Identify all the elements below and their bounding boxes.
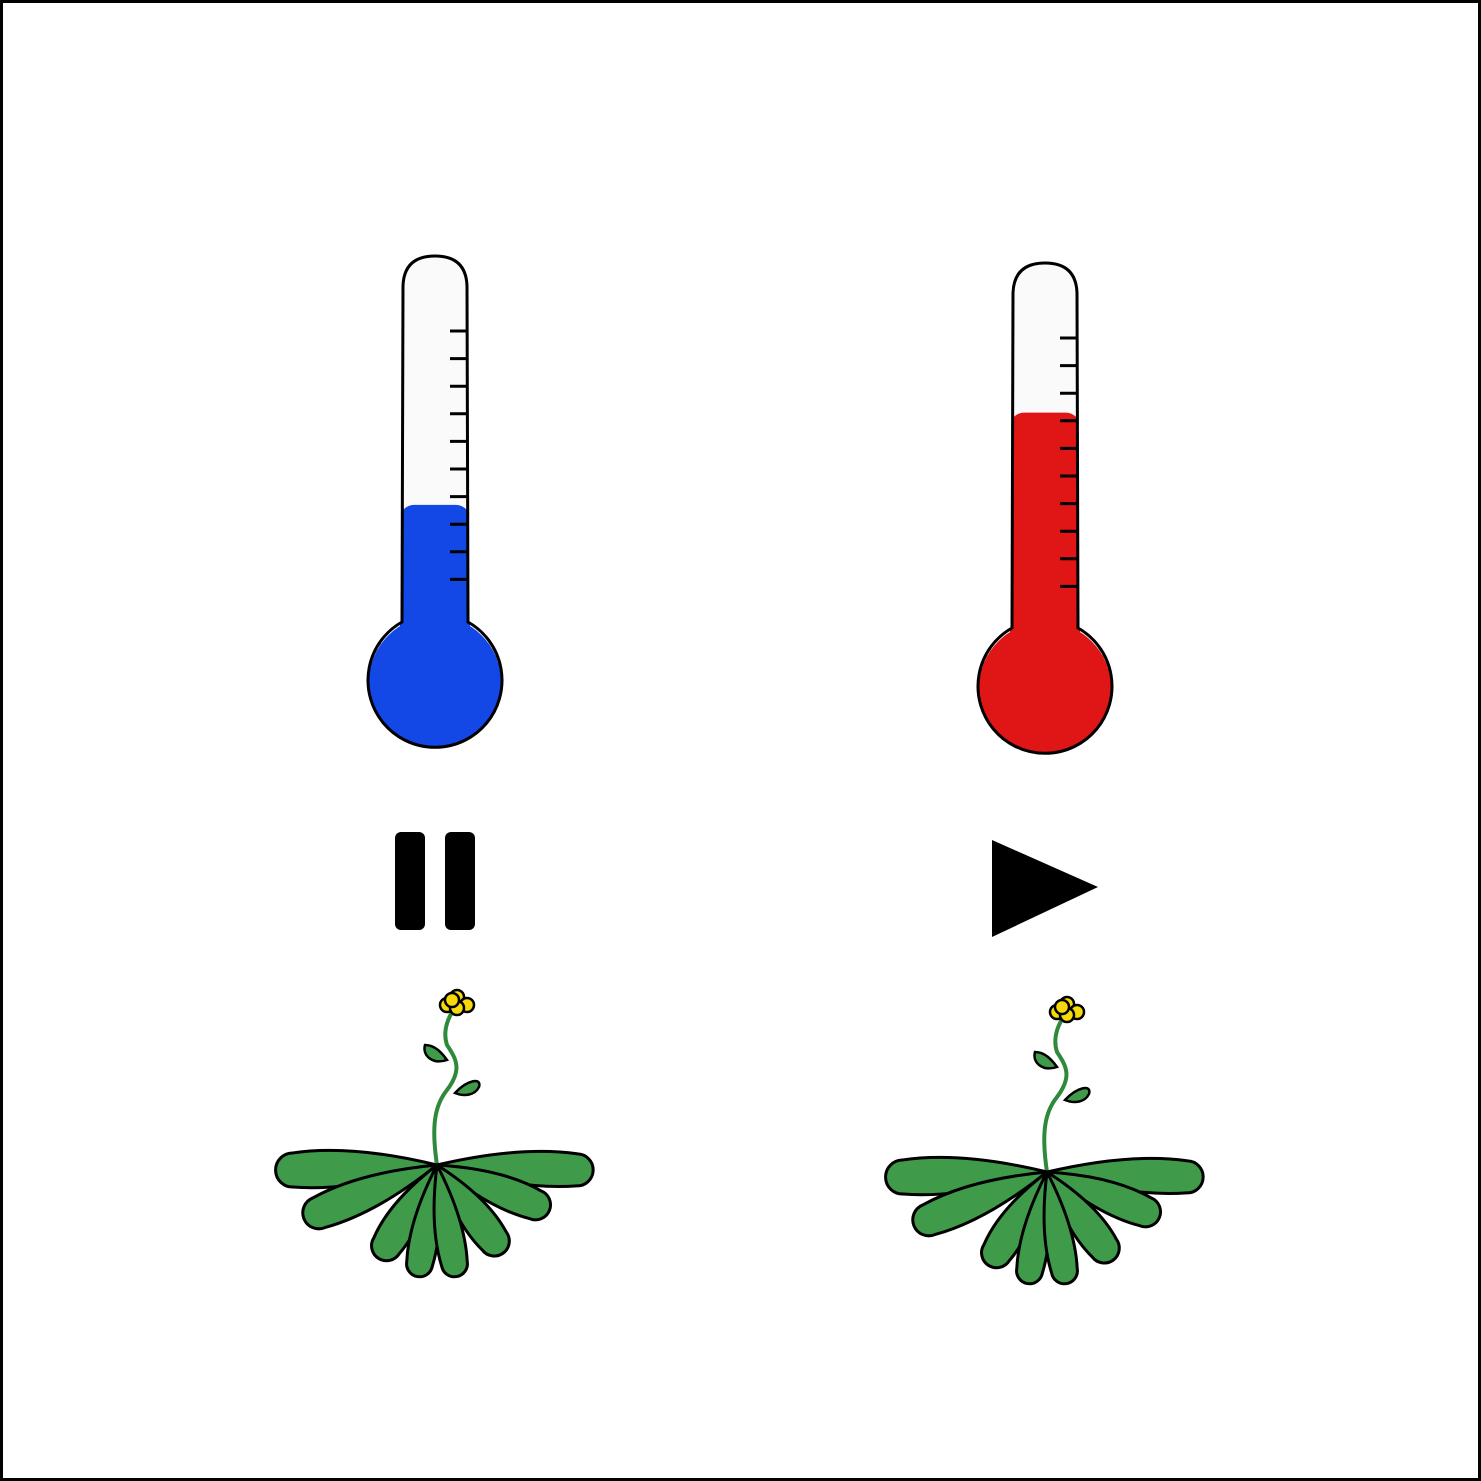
thermometer-cold — [366, 254, 504, 749]
flower-petal — [443, 991, 461, 1009]
flower-petal — [1053, 998, 1071, 1016]
thermometer-outline — [366, 254, 504, 749]
thermometer-warm — [976, 261, 1114, 755]
plant-icon — [884, 995, 1205, 1286]
pause-icon — [395, 832, 475, 930]
stem-leaf — [452, 1079, 481, 1097]
pause-bar-left — [395, 832, 425, 930]
stem-leaf — [423, 1043, 450, 1063]
rosette-leaf — [301, 1163, 439, 1231]
thermometer-bulb — [369, 616, 501, 748]
rosette-leaf — [1045, 1170, 1162, 1229]
rosette-leaf — [911, 1170, 1049, 1238]
stem-leaf — [1062, 1086, 1091, 1104]
panel-warm — [884, 261, 1205, 1286]
rosette-leaf — [435, 1163, 552, 1222]
pause-bar-right — [445, 832, 475, 930]
panel-cold — [274, 254, 595, 1279]
stem-leaf — [1033, 1050, 1060, 1070]
thermometer-bulb — [979, 622, 1111, 754]
rosette-leaf — [432, 1163, 469, 1279]
plant-stem — [1042, 1010, 1069, 1173]
rosette-leaf — [1042, 1170, 1079, 1286]
plant-stem — [432, 1003, 459, 1166]
thermometer-outline — [976, 261, 1114, 755]
plant-icon — [274, 988, 595, 1279]
play-icon — [992, 840, 1098, 937]
